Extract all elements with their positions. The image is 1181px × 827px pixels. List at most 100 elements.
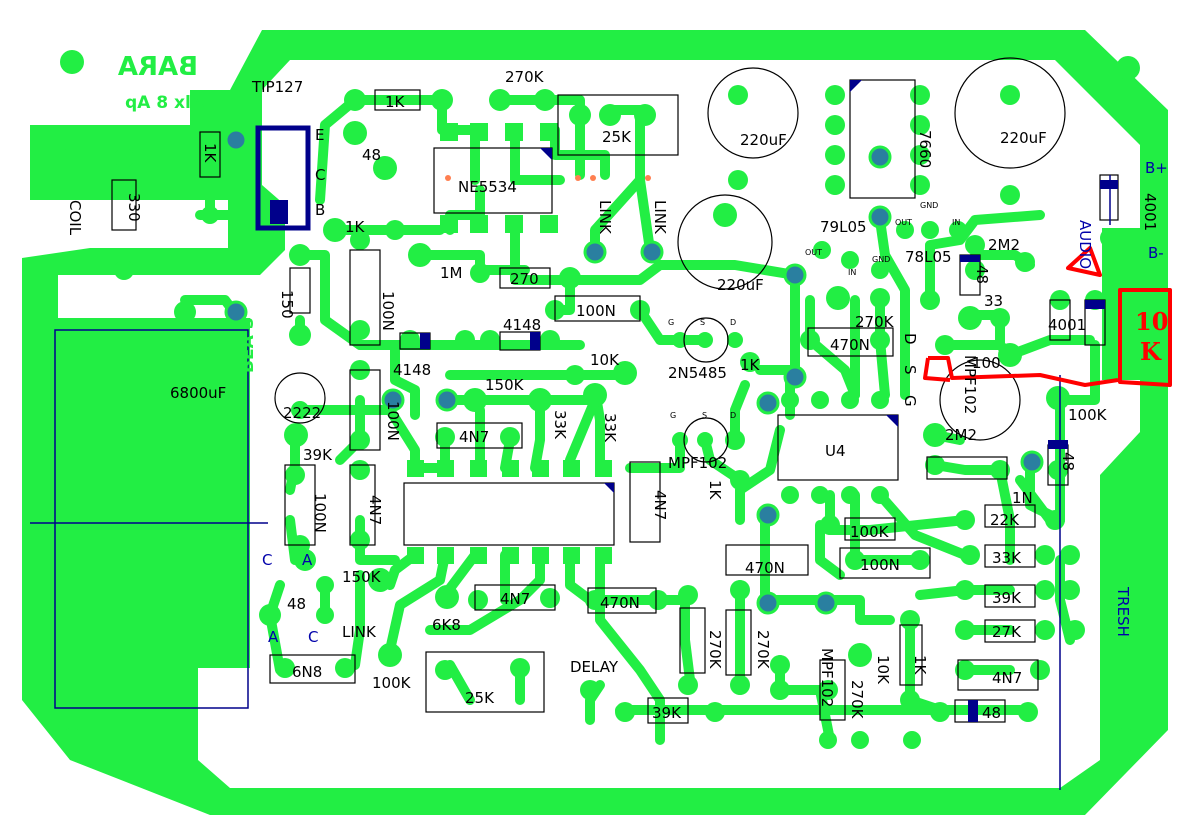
label-r270k-top: 270K	[505, 68, 545, 86]
fet-s: S	[700, 318, 705, 327]
label-c100n-a: 100N	[379, 291, 397, 331]
fet2-d: D	[730, 411, 736, 420]
label-r2m2-b: 2M2	[945, 426, 977, 444]
annotation-10: 10	[1135, 307, 1168, 336]
label-link1: LINK	[596, 200, 614, 235]
label-r10k-b: 10K	[874, 655, 892, 685]
label-cap6800: 6800uF	[170, 384, 226, 402]
label-r10k: 10K	[590, 351, 620, 369]
label-pin-c: C	[315, 166, 325, 184]
board-title: BARA	[118, 52, 198, 82]
label-reg78l05: 78L05	[905, 248, 952, 266]
label-pin-b: B	[315, 201, 325, 219]
label-c4n7-d: 4N7	[500, 590, 530, 608]
dsg-s: S	[901, 365, 919, 375]
label-cap220-b: 220uF	[1000, 129, 1047, 147]
label-pin-c2: C	[262, 551, 272, 569]
label-ic7660: 7660	[916, 130, 934, 168]
dsg-d: D	[901, 333, 919, 345]
label-r330: 330	[125, 193, 143, 222]
label-link3: LINK	[342, 623, 377, 641]
label-c470n-a: 470N	[830, 336, 870, 354]
label-r2m2-a: 2M2	[988, 236, 1020, 254]
reg-out: OUT	[805, 248, 822, 257]
ne-pad-centres	[445, 175, 651, 181]
label-pin-c3: C	[308, 628, 318, 646]
label-r22k: 22K	[990, 511, 1020, 529]
label-r48-d: 48	[982, 704, 1001, 722]
label-r150: 150	[278, 290, 296, 319]
red-annotation	[923, 246, 1172, 387]
label-pin-e: E	[315, 126, 324, 144]
label-r100: 100	[972, 354, 1001, 372]
label-r1k-d: 1K	[740, 356, 761, 374]
board-subtitle: Alx 8 Ap	[125, 93, 204, 113]
label-b-plus: B+	[1145, 159, 1168, 177]
label-c100n-b: 100N	[576, 302, 616, 320]
label-d4148-a: 4148	[393, 361, 431, 379]
label-coil: COIL	[66, 200, 84, 236]
label-pot25k-top: 25K	[602, 128, 632, 146]
label-r270: 270	[510, 270, 539, 288]
label-r48-c: 48	[1059, 452, 1077, 471]
label-b-minus: B-	[1148, 244, 1164, 262]
label-mfet: MPF102	[961, 355, 979, 414]
label-r48-a: 48	[362, 146, 381, 164]
reg2-in: IN	[952, 218, 960, 227]
label-tip127: TIP127	[251, 78, 303, 96]
label-r1k-c: 1K	[345, 218, 366, 236]
label-r100k-c: 100K	[372, 674, 412, 692]
label-r39k-c: 39K	[652, 704, 682, 722]
fet-g: G	[668, 318, 674, 327]
label-r33: 33	[984, 292, 1003, 310]
label-c6n8: 6N8	[292, 663, 322, 681]
label-c4n7-c: 4N7	[651, 490, 669, 520]
label-r150k-b: 150K	[342, 568, 382, 586]
label-reg79l05: 79L05	[820, 218, 867, 236]
side-text: BEA S	[238, 317, 258, 373]
label-r33k-b: 33K	[601, 413, 619, 443]
label-r1k-b: 1K	[385, 93, 406, 111]
fet2-s: S	[702, 411, 707, 420]
label-pin-a2: A	[268, 628, 279, 646]
label-r39k-b: 39K	[992, 589, 1022, 607]
pads	[50, 50, 1140, 752]
labels: BARA Alx 8 Ap BEA S 10 K TIP127 COIL 330…	[66, 52, 1168, 722]
label-cap220-c: 220uF	[717, 276, 764, 294]
label-r39k-a: 39K	[303, 446, 333, 464]
vias	[224, 128, 1044, 615]
label-r6k8: 6K8	[432, 616, 461, 634]
label-c4n7-e: 4N7	[992, 669, 1022, 687]
label-pot25k-bot: 25K	[465, 689, 495, 707]
label-r270k-b: 270K	[855, 313, 895, 331]
fet-d: D	[730, 318, 736, 327]
label-r1k-a: 1K	[201, 143, 219, 164]
bottom-outline	[30, 125, 1111, 790]
dsg-g: G	[901, 395, 919, 407]
label-delay: DELAY	[570, 658, 619, 676]
label-c100n-d: 100N	[311, 493, 329, 533]
annotation-k: K	[1140, 337, 1162, 366]
label-tresh: TRESH	[1114, 586, 1132, 637]
reg-gnd: GND	[872, 255, 890, 264]
label-r27k: 27K	[992, 623, 1022, 641]
label-r33k-c: 33K	[992, 549, 1022, 567]
traces	[180, 95, 1100, 745]
label-d4148-b: 4148	[503, 316, 541, 334]
label-c4n7-a: 4N7	[459, 428, 489, 446]
label-r48-b: 48	[973, 265, 991, 284]
label-c100n-e: 100N	[860, 556, 900, 574]
label-d4001-a: 4001	[1141, 193, 1159, 231]
label-c1n: 1N	[1012, 489, 1033, 507]
label-r100k-a: 100K	[1068, 406, 1108, 424]
label-r150k: 150K	[485, 376, 525, 394]
label-r1m: 1M	[440, 264, 463, 282]
reg2-out: OUT	[895, 218, 912, 227]
label-c470n-c: 470N	[600, 594, 640, 612]
label-r270k-e: 270K	[848, 680, 866, 720]
label-c4n7-b: 4N7	[366, 495, 384, 525]
label-q2222: 2222	[283, 404, 321, 422]
label-r1k-e: 1K	[706, 480, 724, 501]
label-cap220-a: 220uF	[740, 131, 787, 149]
